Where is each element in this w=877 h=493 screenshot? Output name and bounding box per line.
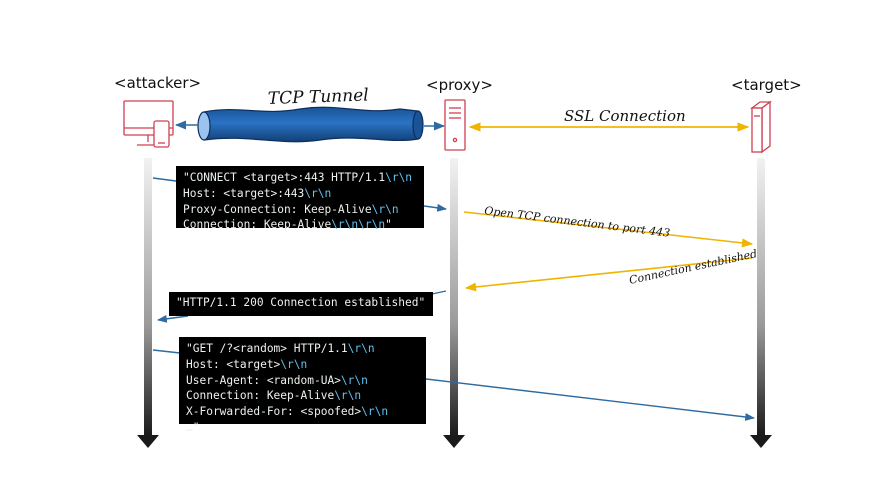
open-tcp-arrow	[463, 211, 754, 248]
code-line: …"	[186, 420, 200, 434]
code-line: Proxy-Connection: Keep-Alive\r\n	[183, 202, 399, 216]
code-line: "HTTP/1.1 200 Connection established"	[176, 296, 426, 309]
response-arrow-start	[431, 290, 447, 295]
get-arrow	[425, 378, 755, 421]
ssl-connection-label: SSL Connection	[564, 107, 686, 125]
code-line: Host: <target>\r\n	[186, 357, 308, 371]
participant-proxy: <proxy>	[426, 76, 493, 94]
lifeline-proxy	[443, 158, 465, 448]
code-line: X-Forwarded-For: <spoofed>\r\n	[186, 405, 389, 419]
code-line: Connection: Keep-Alive\r\n	[186, 389, 362, 403]
code-line: User-Agent: <random-UA>\r\n	[186, 373, 368, 387]
get-arrow-start	[152, 349, 181, 354]
connect-response-box: "HTTP/1.1 200 Connection established"	[169, 292, 433, 316]
lifeline-target	[750, 158, 772, 448]
code-line: "GET /?<random> HTTP/1.1\r\n	[186, 342, 375, 355]
code-line: Connection: Keep-Alive\r\n\r\n"	[183, 218, 392, 232]
participant-target: <target>	[731, 76, 802, 94]
tcp-tunnel	[197, 106, 424, 143]
server-icon	[750, 100, 772, 154]
participant-attacker: <attacker>	[114, 74, 202, 92]
response-arrow	[157, 314, 189, 323]
code-line: "CONNECT <target>:443 HTTP/1.1\r\n	[183, 171, 413, 184]
tcp-tunnel-label: TCP Tunnel	[267, 85, 369, 109]
lifeline-attacker	[137, 158, 159, 448]
connection-established-arrow	[464, 257, 753, 292]
server-icon	[444, 99, 466, 151]
connection-established-label: Connection established	[628, 247, 758, 287]
connect-arrow	[423, 203, 447, 212]
open-tcp-label: Open TCP connection to port 443	[484, 204, 671, 240]
connect-arrow-start	[152, 177, 177, 182]
code-line: Host: <target>:443\r\n	[183, 186, 332, 200]
computer-phone-icon	[123, 100, 174, 148]
